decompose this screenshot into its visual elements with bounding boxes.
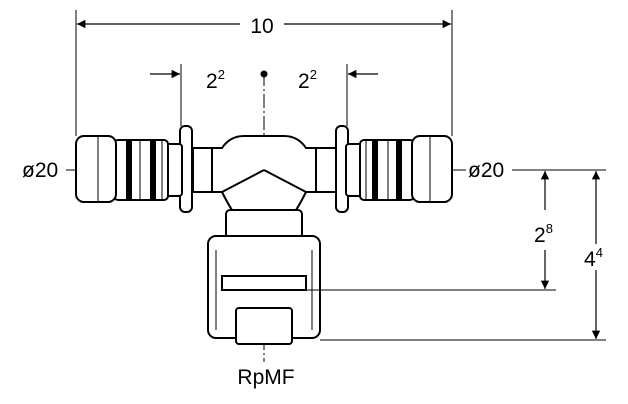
branch-inner-sleeve <box>235 307 293 345</box>
total-height-base: 4 <box>584 248 596 271</box>
label-backdrop <box>20 156 66 182</box>
ring-grooves <box>126 140 402 200</box>
total-height-sup: 4 <box>596 245 603 260</box>
branch-neck <box>225 209 303 239</box>
branch-band <box>221 275 307 291</box>
half-offset-left-label: 22 <box>206 67 225 93</box>
right-groove-1 <box>372 140 378 200</box>
half-offset-right-sup: 2 <box>310 67 317 82</box>
left-groove-1 <box>126 140 132 200</box>
total-height-label: 44 <box>584 245 603 271</box>
diameter-right-label: ø20 <box>468 159 504 182</box>
branch-center-height-label: 28 <box>534 221 553 247</box>
right-groove-2 <box>396 140 402 200</box>
right-ring-body <box>359 139 415 201</box>
half-offset-right-label: 22 <box>298 67 317 93</box>
half-offset-left-sup: 2 <box>218 67 225 82</box>
left-pipe-end <box>75 135 117 203</box>
branch-thread-label: RpMF <box>237 366 294 389</box>
left-groove-2 <box>150 140 156 200</box>
tee-body-diag-left <box>221 169 265 193</box>
diameter-left-label: ø20 <box>22 159 58 182</box>
left-ring-body <box>113 139 169 201</box>
center-point-marker <box>260 70 268 78</box>
overall-width-label: 10 <box>250 15 273 38</box>
label-backdrop <box>240 10 284 38</box>
half-offset-left-base: 2 <box>206 70 218 93</box>
tee-fitting-body <box>75 125 453 345</box>
label-backdrop <box>466 156 512 182</box>
half-offset-right-base: 2 <box>298 70 310 93</box>
branch-center-height-sup: 8 <box>546 221 553 236</box>
tee-body-diag-right <box>263 169 307 193</box>
label-backdrop <box>580 244 610 270</box>
branch-center-height-base: 2 <box>534 224 546 247</box>
right-pipe-end <box>411 135 453 203</box>
